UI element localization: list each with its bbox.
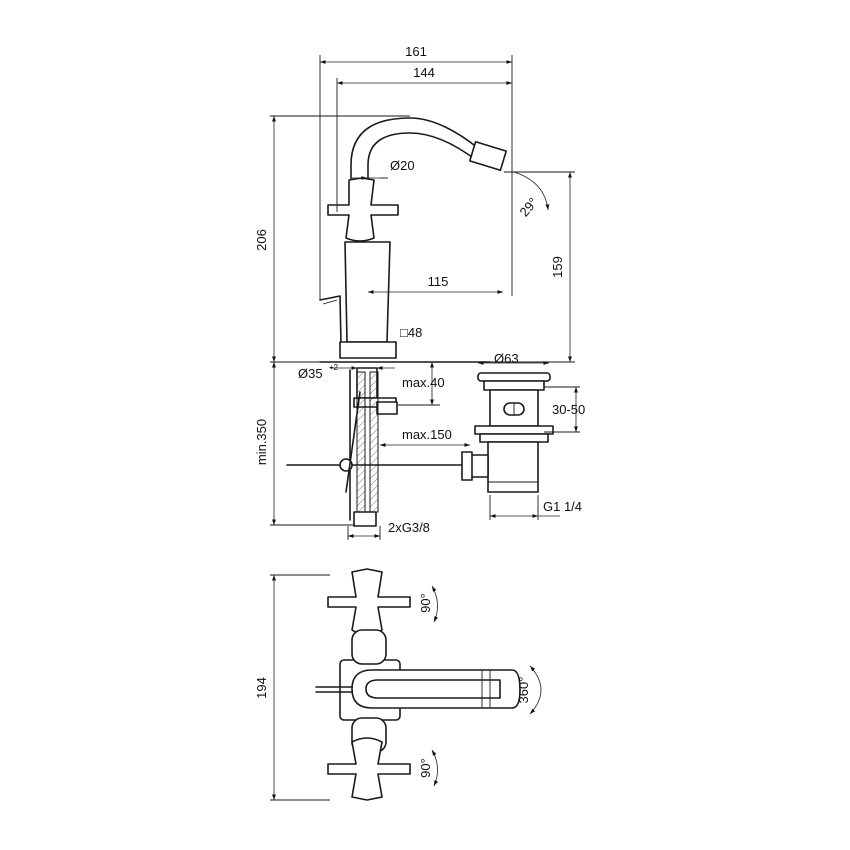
rotation-arc-spout bbox=[529, 665, 542, 715]
dim-min350-label: min.350 bbox=[254, 419, 269, 465]
rotation-arc-bottom bbox=[431, 749, 439, 787]
supply-connector bbox=[353, 511, 377, 527]
lever-shadow bbox=[322, 299, 338, 305]
dim-square48-label: □48 bbox=[400, 325, 422, 340]
lever-arm bbox=[319, 295, 342, 346]
dim-max150-label: max.150 bbox=[402, 427, 452, 442]
plan-handle-top bbox=[327, 568, 411, 636]
rot-90-top-label: 90° bbox=[418, 593, 433, 613]
dim-115-label: 115 bbox=[428, 274, 449, 289]
dim-max40-label: max.40 bbox=[402, 375, 445, 390]
dim-144-label: 144 bbox=[413, 65, 435, 80]
dim-dia63-label: Ø63 bbox=[494, 351, 519, 366]
dim-30-50-label: 30-50 bbox=[552, 402, 585, 417]
dim-206-label: 206 bbox=[254, 229, 269, 251]
dim-161-label: 161 bbox=[405, 44, 427, 59]
dim-2xg38-label: 2xG3/8 bbox=[388, 520, 430, 535]
dim-dia20-label: Ø20 bbox=[390, 158, 415, 173]
dimension-lines bbox=[270, 55, 580, 801]
flex-hose-left bbox=[356, 371, 366, 513]
rot-360-label: 360° bbox=[516, 677, 531, 704]
dim-29-label: 29° bbox=[516, 195, 540, 220]
cross-handle bbox=[327, 177, 399, 242]
flex-hose-right bbox=[369, 371, 379, 513]
plan-handle-bottom bbox=[327, 737, 411, 801]
labels: 161 144 206 Ø20 29° 159 115 □48 Ø35 +2 m… bbox=[254, 44, 585, 778]
dim-dia35-label: Ø35 bbox=[298, 366, 323, 381]
spout-nozzle bbox=[468, 140, 508, 172]
dim-g114-label: G1 1/4 bbox=[543, 499, 582, 514]
dim-dia35-tol: +2 bbox=[329, 363, 339, 372]
rotation-arc-top bbox=[431, 585, 439, 623]
base-flange bbox=[339, 341, 397, 359]
dim-194-label: 194 bbox=[254, 677, 269, 699]
plan-view bbox=[315, 568, 542, 801]
fixing-plate bbox=[376, 401, 398, 415]
side-elevation bbox=[286, 117, 554, 527]
pop-up-waste bbox=[461, 372, 554, 493]
dim-159-label: 159 bbox=[550, 256, 565, 278]
rot-90-bottom-label: 90° bbox=[418, 758, 433, 778]
rod-diagonal bbox=[345, 391, 361, 493]
